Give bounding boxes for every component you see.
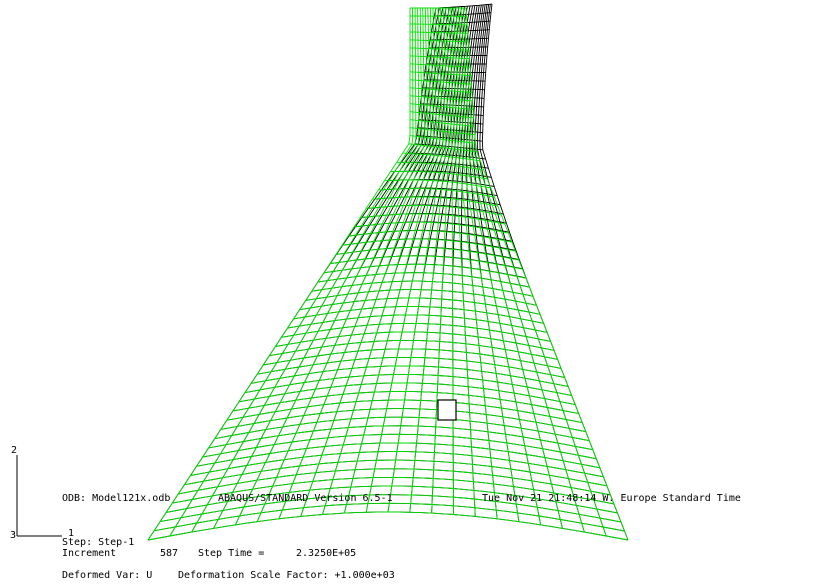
- mesh-line: [147, 8, 411, 541]
- mesh-line: [322, 7, 435, 515]
- mesh-line: [452, 7, 520, 522]
- mesh-line: [343, 7, 438, 514]
- mesh-line: [460, 7, 585, 533]
- increment-label: Increment: [62, 548, 117, 559]
- increment-value: 587: [160, 548, 179, 559]
- mesh-line: [213, 7, 420, 529]
- step-time-label: Step Time =: [198, 548, 265, 559]
- undeformed-mesh: [147, 7, 629, 541]
- deformed-var: Deformed Var: U: [62, 570, 153, 581]
- deformation-scale-factor: Deformation Scale Factor: +1.000e+03: [178, 570, 395, 581]
- mesh-line: [463, 7, 607, 537]
- mesh-line: [256, 7, 426, 522]
- mesh-line: [409, 7, 447, 513]
- mesh-line: [278, 7, 429, 519]
- mesh-line: [435, 3, 493, 9]
- mesh-line: [169, 7, 414, 537]
- mesh-line: [479, 4, 607, 537]
- mesh-line: [191, 8, 417, 533]
- mesh-line: [424, 71, 486, 74]
- mesh-line: [450, 7, 498, 519]
- mesh-line: [213, 7, 447, 529]
- mesh-line: [427, 54, 488, 57]
- mesh-line: [457, 7, 563, 529]
- mesh-line: [455, 7, 542, 525]
- solver-version: ABAQUS/STANDARD Version 6.5-1: [218, 493, 393, 504]
- mesh-hole-element: [437, 399, 457, 421]
- mesh-line: [431, 7, 450, 514]
- mesh-line: [447, 7, 476, 517]
- mesh-line: [465, 7, 629, 541]
- run-date: Tue Nov 21 21:48:14 W. Europe Standard T…: [482, 493, 741, 504]
- triad-label-1: 1: [68, 528, 75, 539]
- mesh-line: [387, 7, 444, 513]
- triad-label-2: 2: [11, 445, 18, 456]
- step-label: Step: Step-1: [62, 537, 135, 548]
- odb-name: ODB: Model121x.odb: [62, 493, 171, 504]
- step-time-value: 2.3250E+05: [296, 548, 357, 559]
- mesh-line: [234, 7, 423, 526]
- mesh-line: [300, 7, 432, 517]
- mesh-line: [445, 7, 454, 515]
- mesh-line: [365, 7, 441, 513]
- triad-label-3: 3: [10, 530, 17, 541]
